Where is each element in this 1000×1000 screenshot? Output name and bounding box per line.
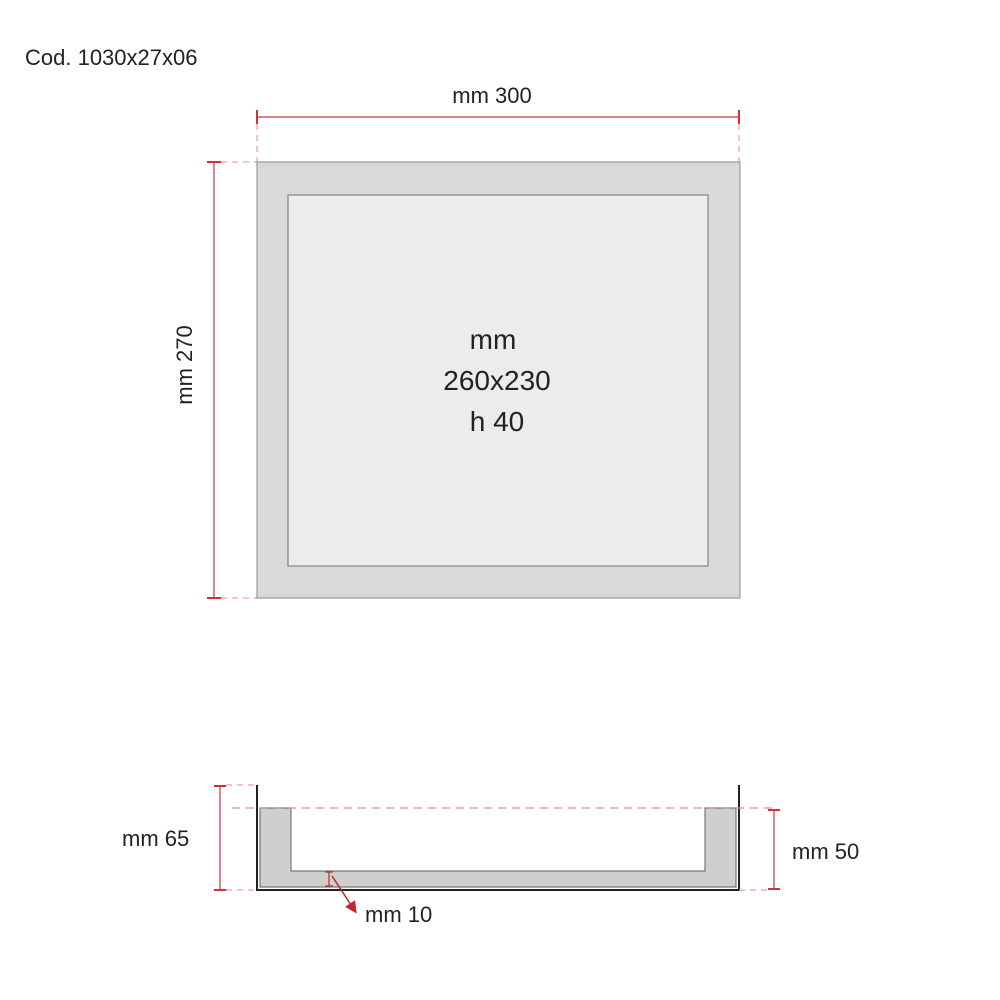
section-view: mm 65 mm 50 mm 10 <box>122 784 859 927</box>
product-code: Cod. 1030x27x06 <box>25 45 197 70</box>
tray-section <box>259 807 737 888</box>
frame-section <box>256 785 740 891</box>
thickness-arrow <box>331 875 357 914</box>
inner-tray <box>287 194 709 567</box>
top-view: mm 300 mm 270 mm 260x230 h 40 <box>172 83 741 599</box>
inner-label-height: h 40 <box>470 406 525 437</box>
height-label: mm 270 <box>172 325 197 404</box>
inner-label-unit: mm <box>470 324 517 355</box>
inner-height-label: mm 50 <box>792 839 859 864</box>
total-height-label: mm 65 <box>122 826 189 851</box>
thickness-label: mm 10 <box>365 902 432 927</box>
width-label: mm 300 <box>452 83 531 108</box>
inner-label-size: 260x230 <box>443 365 550 396</box>
